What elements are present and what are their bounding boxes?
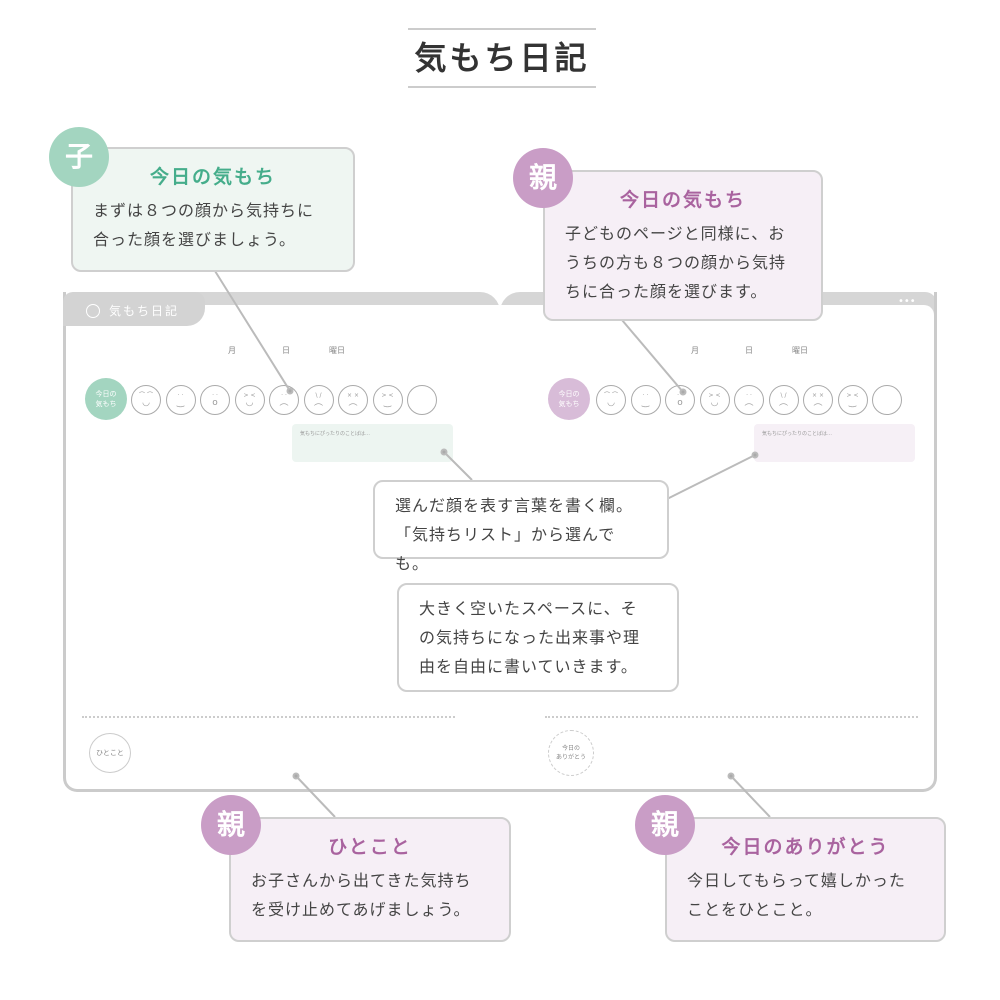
callout-hitokoto: ひとこと お子さんから出てきた気持ち を受け止めてあげましょう。 <box>229 817 511 942</box>
month-label: 月 <box>228 346 236 355</box>
face-sad-icon[interactable]: · ·︵ <box>734 385 764 415</box>
dots-icon: ••• <box>898 296 916 307</box>
callout-arigatou: 今日のありがとう 今日してもらって嬉しかった ことをひとこと。 <box>665 817 946 942</box>
parent-badge: 親 <box>513 148 573 208</box>
callout-text: 子どものページと同様に、お <box>565 224 786 243</box>
day-label: 日 <box>282 346 290 355</box>
face-love-icon[interactable]: > <◡ <box>234 385 265 415</box>
face-love-icon[interactable]: > <◡ <box>699 385 730 415</box>
arigatou-stamp: 今日のありがとう <box>548 730 594 776</box>
callout-title: 今日の気もち <box>619 189 746 211</box>
face-confident-icon[interactable]: > <‿ <box>372 385 403 415</box>
month-label: 月 <box>691 346 699 355</box>
face-smile-icon[interactable]: · ·‿ <box>630 385 661 415</box>
callout-text: ちに合った顔を選びます。 <box>565 282 768 301</box>
face-confident-icon[interactable]: > <‿ <box>837 385 868 415</box>
divider-left <box>82 716 455 718</box>
hitokoto-bubble: ひとこと <box>89 733 131 773</box>
child-word-box[interactable]: 気もちにぴったりのことばは… <box>292 424 453 462</box>
callout-title: 今日のありがとう <box>721 836 890 858</box>
face-blank-icon[interactable] <box>407 385 437 415</box>
face-crying-icon[interactable]: × ×︵ <box>338 385 368 415</box>
callout-text: うちの方も８つの顔から気持 <box>565 253 787 272</box>
weekday-label: 曜日 <box>329 346 345 355</box>
face-surprised-icon[interactable]: · ·o <box>200 385 230 415</box>
face-sad-icon[interactable]: · ·︵ <box>269 385 299 415</box>
callout-text: お子さんから出てきた気持ち <box>251 871 472 890</box>
callout-text: の気持ちになった出来事や理 <box>419 628 641 647</box>
day-label: 日 <box>745 346 753 355</box>
face-big-smile-peace-icon[interactable]: ⌒ ⌒◡ <box>596 385 626 415</box>
parent-badge: 親 <box>635 795 695 855</box>
notebook-tab: 気もち日記 <box>63 292 205 326</box>
callout-free-space: 大きく空いたスペースに、そ の気持ちになった出来事や理 由を自由に書いていきます… <box>397 583 679 692</box>
face-angry-icon[interactable]: \ /︵ <box>768 385 799 415</box>
callout-text: 大きく空いたスペースに、そ <box>419 599 638 618</box>
tab-label: 気もち日記 <box>109 304 180 318</box>
child-mood-badge: 今日の気もち <box>85 378 127 420</box>
callout-title: 今日の気もち <box>149 166 276 188</box>
face-blank-icon[interactable] <box>872 385 902 415</box>
callout-text: 合った顔を選びましょう。 <box>93 230 297 249</box>
parent-badge: 親 <box>201 795 261 855</box>
divider-right <box>545 716 918 718</box>
callout-word-field: 選んだ顔を表す言葉を書く欄。 「気持ちリスト」から選んでも。 <box>373 480 669 573</box>
callout-text: 由を自由に書いていきます。 <box>419 657 638 676</box>
callout-parent-mood: 今日の気もち 子どものページと同様に、お うちの方も８つの顔から気持 ちに合った… <box>543 170 823 321</box>
parent-word-box[interactable]: 気もちにぴったりのことばは… <box>754 424 915 462</box>
face-smile-icon[interactable]: · ·‿ <box>165 385 196 415</box>
face-angry-icon[interactable]: \ /︵ <box>303 385 334 415</box>
callout-text: 選んだ顔を表す言葉を書く欄。 <box>395 496 634 515</box>
parent-mood-badge: 今日の気もち <box>548 378 590 420</box>
callout-text: ことをひとこと。 <box>687 900 823 919</box>
callout-child-mood: 今日の気もち まずは８つの顔から気持ちに 合った顔を選びましょう。 <box>71 147 355 272</box>
notebook-frame <box>63 292 937 792</box>
callout-text: 「気持ちリスト」から選んでも。 <box>395 525 616 573</box>
callout-text: まずは８つの顔から気持ちに <box>93 201 315 220</box>
callout-text: を受け止めてあげましょう。 <box>251 900 471 919</box>
page-title: 気もち日記 <box>408 28 596 88</box>
face-crying-icon[interactable]: × ×︵ <box>803 385 833 415</box>
smiley-icon <box>86 304 100 318</box>
face-big-smile-peace-icon[interactable]: ⌒ ⌒◡ <box>131 385 161 415</box>
callout-text: 今日してもらって嬉しかった <box>687 871 906 890</box>
child-badge: 子 <box>49 127 109 187</box>
weekday-label: 曜日 <box>792 346 808 355</box>
callout-title: ひとこと <box>328 836 412 858</box>
